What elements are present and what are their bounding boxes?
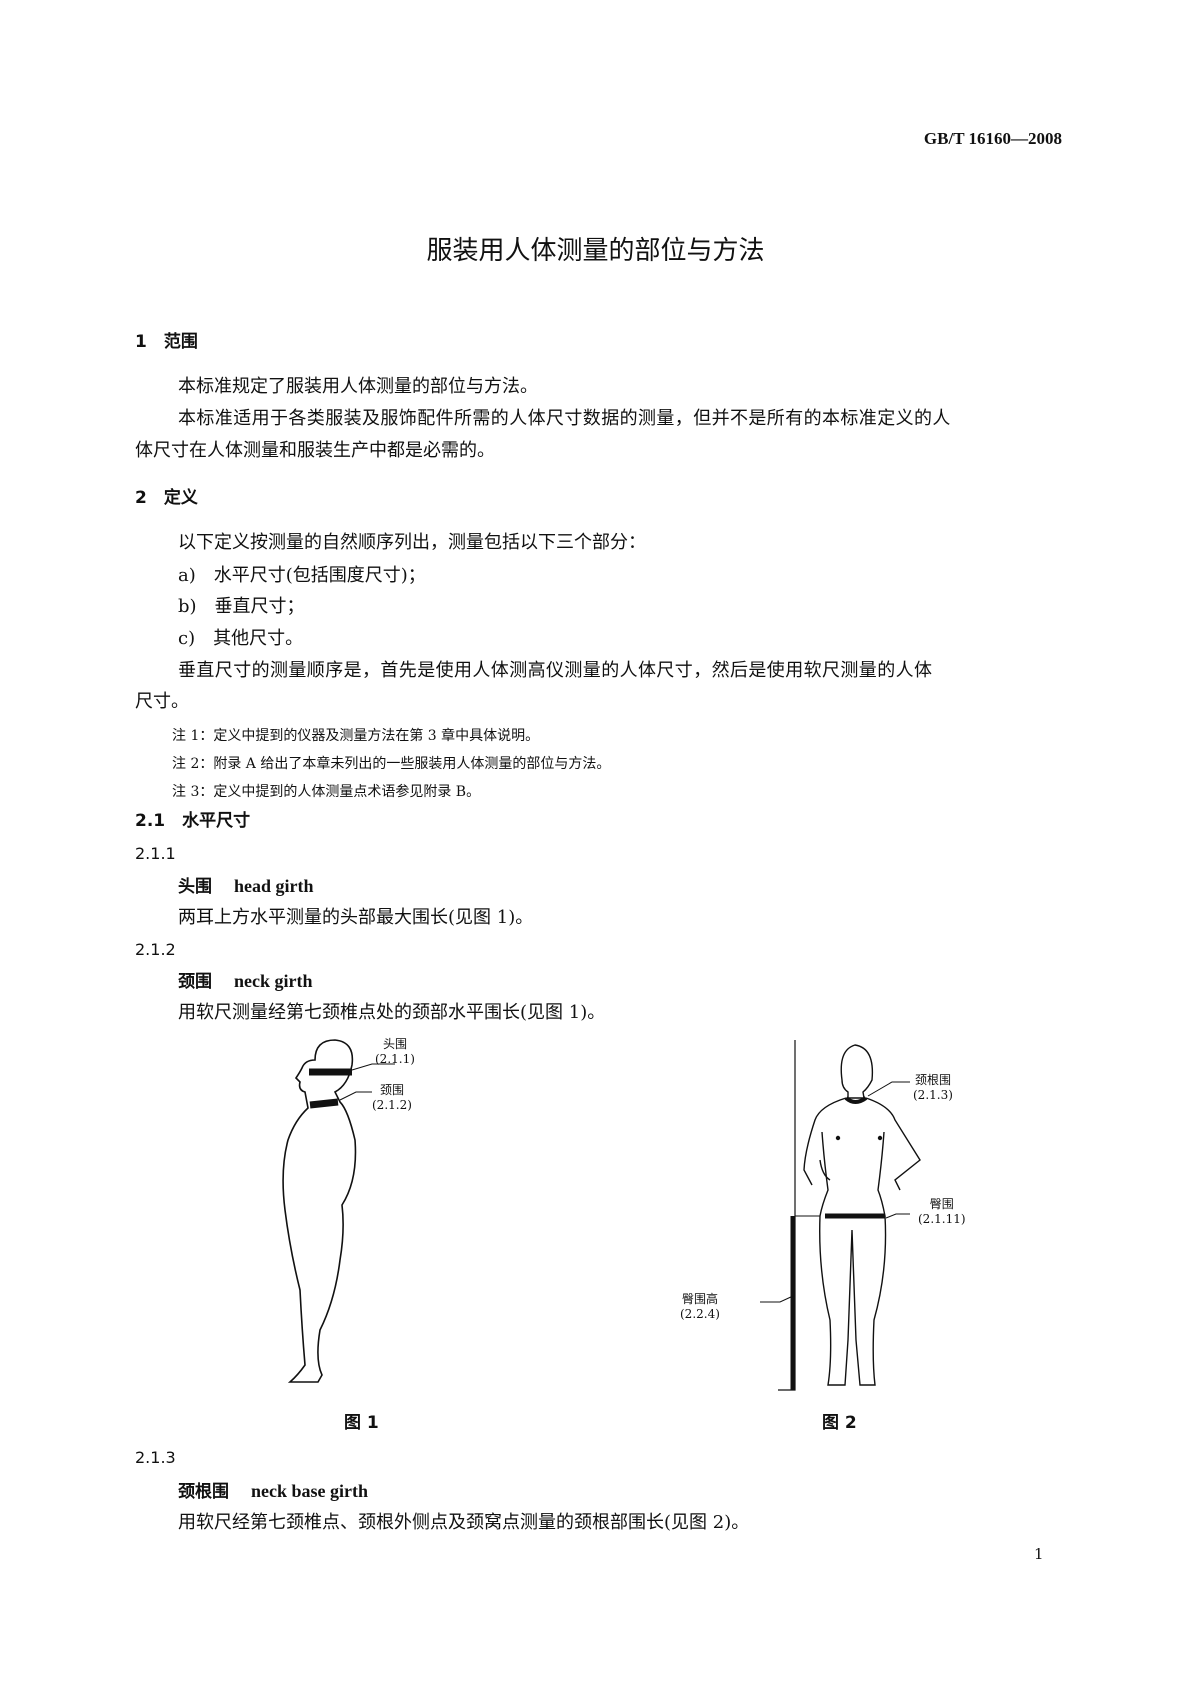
section-1-heading: 1 范围	[135, 332, 198, 352]
term-en: head girth	[234, 876, 314, 896]
term-en: neck girth	[234, 971, 313, 991]
term: 头围 head girth	[178, 875, 314, 898]
figure-1-caption: 图 1	[344, 1413, 379, 1433]
clause-number: 2.1.1	[135, 844, 176, 863]
definition: 用软尺测量经第七颈椎点处的颈部水平围长(见图 1)。	[178, 1002, 606, 1023]
label-name: 臀围高	[681, 1292, 718, 1306]
label-neck-girth: 颈围(2.1.2)	[372, 1083, 412, 1113]
term: 颈围 neck girth	[178, 970, 313, 993]
list-item: c) 其他尺寸。	[178, 628, 304, 649]
paragraph: 本标准规定了服装用人体测量的部位与方法。	[178, 376, 538, 397]
label-hip-girth: 臀围(2.1.11)	[918, 1197, 966, 1227]
note: 注 3：定义中提到的人体测量点术语参见附录 B。	[172, 784, 481, 800]
term-en: neck base girth	[251, 1481, 368, 1501]
clause-number: 2.1.3	[135, 1448, 176, 1467]
definition: 用软尺经第七颈椎点、颈根外侧点及颈窝点测量的颈根部围长(见图 2)。	[178, 1512, 750, 1533]
label-head-girth: 头围(2.1.1)	[375, 1037, 415, 1067]
definition: 两耳上方水平测量的头部最大围长(见图 1)。	[178, 907, 534, 928]
term-zh: 颈围	[178, 972, 212, 992]
label-name: 臀围	[929, 1197, 954, 1211]
figure-2-caption: 图 2	[822, 1413, 857, 1433]
label-hip-height: 臀围高(2.2.4)	[680, 1292, 720, 1322]
label-neck-base-girth: 颈根围(2.1.3)	[913, 1073, 953, 1103]
paragraph: 本标准适用于各类服装及服饰配件所需的人体尺寸数据的测量，但并不是所有的本标准定义…	[178, 408, 951, 429]
label-ref: (2.1.11)	[918, 1212, 966, 1226]
label-ref: (2.1.3)	[913, 1088, 953, 1102]
label-name: 颈根围	[914, 1073, 951, 1087]
label-ref: (2.1.1)	[375, 1052, 415, 1066]
note: 注 2：附录 A 给出了本章未列出的一些服装用人体测量的部位与方法。	[172, 756, 611, 772]
term: 颈根围 neck base girth	[178, 1480, 368, 1503]
figure-1-side-body	[282, 1039, 395, 1383]
standard-number: GB/T 16160—2008	[923, 129, 1062, 148]
list-item: a) 水平尺寸(包括围度尺寸)；	[178, 565, 426, 586]
label-ref: (2.2.4)	[680, 1307, 720, 1321]
paragraph: 尺寸。	[135, 691, 189, 712]
section-2-1-heading: 2.1 水平尺寸	[135, 811, 251, 831]
paragraph: 体尺寸在人体测量和服装生产中都是必需的。	[135, 440, 495, 461]
figure-2-front-body	[760, 1040, 921, 1391]
paragraph: 垂直尺寸的测量顺序是，首先是使用人体测高仪测量的人体尺寸，然后是使用软尺测量的人…	[178, 660, 933, 681]
note: 注 1：定义中提到的仪器及测量方法在第 3 章中具体说明。	[172, 728, 540, 744]
label-name: 头围	[382, 1037, 407, 1051]
term-zh: 头围	[178, 877, 212, 897]
clause-number: 2.1.2	[135, 940, 176, 959]
page-number: 1	[1034, 1545, 1044, 1563]
paragraph: 以下定义按测量的自然顺序列出，测量包括以下三个部分：	[178, 532, 646, 553]
list-item: b) 垂直尺寸；	[178, 596, 305, 617]
section-2-heading: 2 定义	[135, 488, 198, 508]
label-name: 颈围	[379, 1083, 404, 1097]
term-zh: 颈根围	[178, 1482, 229, 1502]
page-title: 服装用人体测量的部位与方法	[426, 236, 765, 266]
label-ref: (2.1.2)	[372, 1098, 412, 1112]
